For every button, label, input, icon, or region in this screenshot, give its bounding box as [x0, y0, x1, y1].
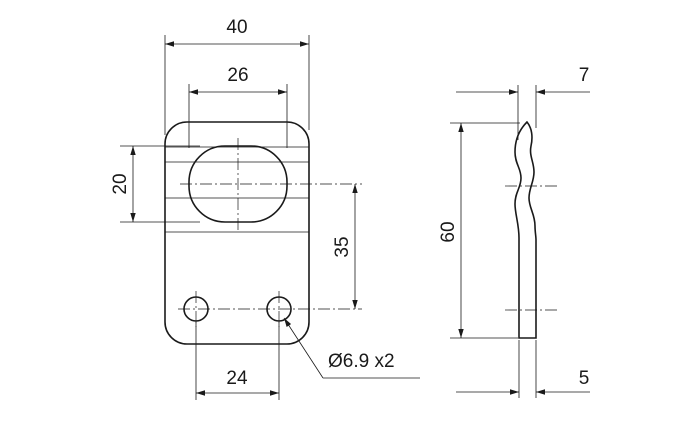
dimension-width-total: 40	[164, 17, 310, 135]
dimension-hole-to-slot: 35	[332, 184, 358, 309]
dimension-slot-width: 26	[188, 65, 288, 148]
dimension-label-hole-diameter: Ø6.9 x2	[328, 351, 395, 372]
dimension-label-40: 40	[226, 17, 247, 38]
dimension-label-35: 35	[332, 236, 353, 257]
dimension-label-5: 5	[579, 368, 590, 389]
dimension-side-height: 60	[438, 122, 520, 339]
side-profile	[514, 120, 537, 339]
dimension-label-26: 26	[227, 65, 248, 86]
plate-outline	[164, 121, 310, 345]
side-view	[505, 120, 560, 339]
dimension-hole-spacing: 24	[195, 322, 280, 400]
dimension-slot-height: 20	[110, 145, 200, 223]
dimension-label-24: 24	[226, 368, 248, 389]
front-view	[164, 121, 362, 345]
dimension-side-thickness: 5	[456, 340, 590, 398]
dimension-label-60: 60	[438, 221, 459, 242]
dimension-label-7: 7	[579, 65, 590, 86]
leader-hole-diameter: Ø6.9 x2	[283, 317, 420, 379]
dimension-label-20: 20	[110, 173, 131, 194]
dimension-side-offset: 7	[456, 65, 590, 140]
